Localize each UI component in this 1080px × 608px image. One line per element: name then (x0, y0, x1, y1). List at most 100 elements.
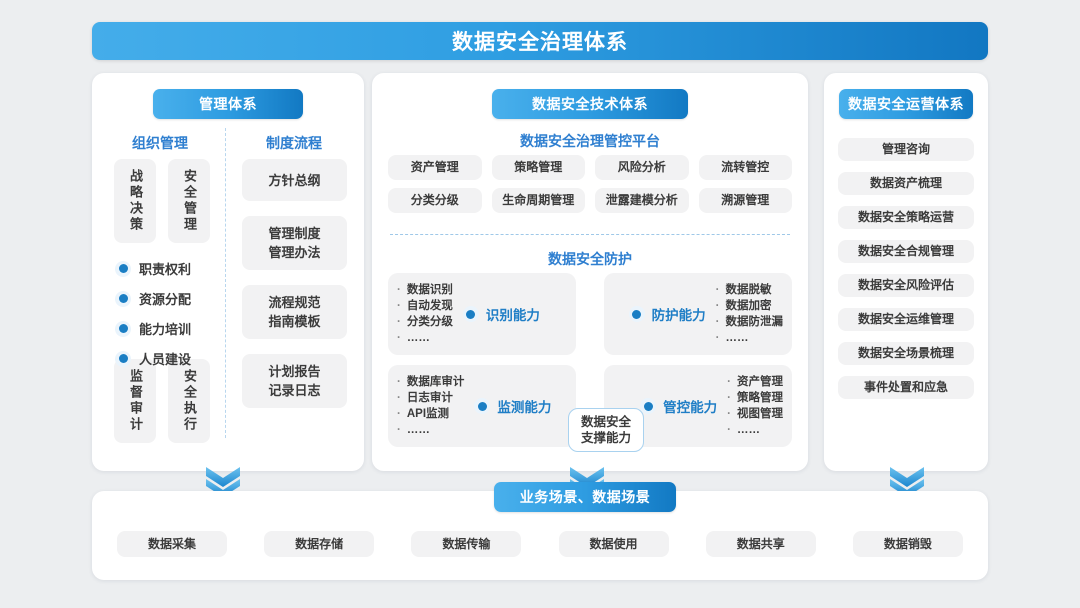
process-box: 计划报告 记录日志 (242, 354, 347, 408)
operations-item[interactable]: 数据安全风险评估 (838, 274, 974, 297)
support-capability-line1: 数据安全 (580, 415, 631, 429)
platform-item[interactable]: 泄露建模分析 (595, 188, 689, 213)
scenario-panel: 业务场景、数据场景 数据采集 数据存储 数据传输 数据使用 数据共享 数据销毁 (92, 482, 988, 580)
list-item-label: 能力培训 (139, 322, 192, 337)
operations-item[interactable]: 数据安全策略运营 (838, 206, 974, 229)
technical-system-header-label: 数据安全技术体系 (532, 96, 648, 112)
support-capability-line2: 支撑能力 (580, 431, 631, 445)
quadrant-label-text: 管控能力 (663, 400, 718, 415)
platform-item[interactable]: 风险分析 (595, 155, 689, 180)
list-item: 数据防泄漏 (716, 315, 784, 330)
list-item: 人员建设 (115, 349, 191, 368)
list-item: 数据脱敏 (716, 283, 783, 298)
operations-system-panel: 数据安全运营体系 管理咨询 数据资产梳理 数据安全策略运营 数据安全合规管理 数… (824, 73, 988, 471)
list-item: 日志审计 (397, 391, 464, 406)
quadrant-item-list: 数据脱敏 数据加密 数据防泄漏 …… (716, 283, 784, 346)
platform-item[interactable]: 溯源管理 (698, 188, 792, 213)
management-system-header: 管理体系 (153, 89, 303, 119)
list-item: 数据加密 (716, 299, 783, 314)
list-item: …… (397, 423, 464, 438)
list-item: 分类分级 (397, 315, 453, 330)
bullet-dot-icon (115, 320, 131, 337)
list-item: …… (716, 331, 783, 346)
quadrant-item-list: 数据识别 自动发现 分类分级 …… (397, 283, 453, 346)
operations-system-header-label: 数据安全运营体系 (848, 96, 964, 112)
process-box-line1: 流程规范 (268, 295, 321, 310)
list-item-label: 人员建设 (139, 352, 192, 367)
technical-system-header: 数据安全技术体系 (492, 89, 688, 119)
quadrant-card-monitor: 数据库审计 日志审计 API监测 …… 监测能力 (388, 365, 576, 447)
bullet-dot-icon (115, 350, 131, 367)
platform-item[interactable]: 策略管理 (491, 155, 585, 180)
scenario-item[interactable]: 数据共享 (705, 531, 816, 557)
support-capability-pill: 数据安全 支撑能力 (568, 408, 644, 452)
scenario-item[interactable]: 数据销毁 (852, 531, 963, 557)
quadrant-card-protect: 防护能力 数据脱敏 数据加密 数据防泄漏 …… (604, 273, 792, 355)
process-box: 方针总纲 (242, 159, 347, 201)
platform-capability-grid: 资产管理 策略管理 风险分析 流转管控 分类分级 生命周期管理 泄露建模分析 溯… (388, 155, 792, 213)
operations-item[interactable]: 管理咨询 (838, 138, 974, 161)
quadrant-label: 识别能力 (462, 304, 540, 324)
process-system-label: 制度流程 (266, 135, 322, 151)
list-item: …… (397, 331, 453, 346)
page-title-bar: 数据安全治理体系 (92, 22, 988, 60)
operations-item[interactable]: 数据安全合规管理 (838, 240, 974, 263)
scenario-item[interactable]: 数据存储 (264, 531, 375, 557)
scenario-header-label: 业务场景、数据场景 (519, 489, 651, 505)
quadrant-label: 监测能力 (474, 396, 551, 416)
protection-label: 数据安全防护 (548, 251, 632, 267)
center-panel-divider (390, 234, 790, 235)
list-item: 自动发现 (397, 299, 453, 314)
bullet-dot-icon (474, 398, 491, 414)
bullet-dot-icon (115, 290, 131, 307)
bullet-dot-icon (628, 306, 645, 322)
vertical-box-strategy: 战略决策 (114, 159, 156, 243)
list-item-label: 资源分配 (139, 292, 192, 307)
bullet-dot-icon (462, 306, 479, 322)
process-box: 管理制度 管理办法 (242, 216, 347, 270)
operations-system-header: 数据安全运营体系 (839, 89, 973, 119)
quadrant-label-text: 监测能力 (497, 400, 552, 415)
process-box-line1: 管理制度 (268, 226, 321, 241)
operations-item[interactable]: 数据安全运维管理 (838, 308, 974, 331)
vertical-box-audit: 监督审计 (114, 359, 156, 443)
operations-item[interactable]: 数据安全场景梳理 (838, 342, 974, 365)
quadrant-card-identify: 数据识别 自动发现 分类分级 …… 识别能力 (388, 273, 576, 355)
list-item: 能力培训 (115, 319, 191, 338)
quadrant-item-list: 资产管理 策略管理 视图管理 …… (727, 375, 783, 438)
scenario-item[interactable]: 数据传输 (411, 531, 522, 557)
list-item: 资产管理 (727, 375, 783, 390)
scenario-item[interactable]: 数据采集 (117, 531, 227, 557)
org-management-bullet-list: 职责权利 资源分配 能力培训 人员建设 (115, 259, 191, 368)
platform-item[interactable]: 流转管控 (698, 155, 792, 180)
quadrant-item-list: 数据库审计 日志审计 API监测 …… (397, 375, 465, 438)
list-item: 视图管理 (727, 407, 783, 422)
list-item: 职责权利 (115, 259, 191, 278)
platform-item[interactable]: 生命周期管理 (491, 188, 585, 213)
technical-system-panel: 数据安全技术体系 数据安全治理管控平台 资产管理 策略管理 风险分析 流转管控 … (372, 73, 808, 471)
operations-item-list: 管理咨询 数据资产梳理 数据安全策略运营 数据安全合规管理 数据安全风险评估 数… (838, 138, 974, 399)
list-item: 策略管理 (727, 391, 783, 406)
platform-item[interactable]: 资产管理 (388, 155, 482, 180)
process-box-list: 方针总纲 管理制度 管理办法 流程规范 指南模板 计划报告 记录日志 (242, 159, 347, 408)
process-box-line2: 指南模板 (268, 314, 321, 329)
operations-item[interactable]: 数据资产梳理 (838, 172, 974, 195)
quadrant-row: 数据识别 自动发现 分类分级 …… 识别能力 防护能力 (388, 273, 792, 355)
scenario-header: 业务场景、数据场景 (494, 482, 676, 512)
operations-item[interactable]: 事件处置和应急 (838, 376, 974, 399)
left-panel-divider (225, 128, 226, 438)
process-box-line2: 记录日志 (268, 383, 321, 398)
platform-label: 数据安全治理管控平台 (520, 133, 660, 149)
platform-item[interactable]: 分类分级 (388, 188, 482, 213)
list-item: …… (727, 423, 783, 438)
quadrant-label-text: 识别能力 (485, 308, 540, 323)
scenario-item[interactable]: 数据使用 (558, 531, 669, 557)
process-box-line2: 管理办法 (268, 245, 321, 260)
quadrant-label: 管控能力 (640, 396, 717, 416)
list-item: 资源分配 (115, 289, 191, 308)
process-box-line1: 方针总纲 (268, 172, 321, 188)
list-item: 数据库审计 (397, 375, 465, 390)
vertical-box-security-mgmt: 安全管理 (168, 159, 210, 243)
bullet-dot-icon (115, 260, 131, 277)
